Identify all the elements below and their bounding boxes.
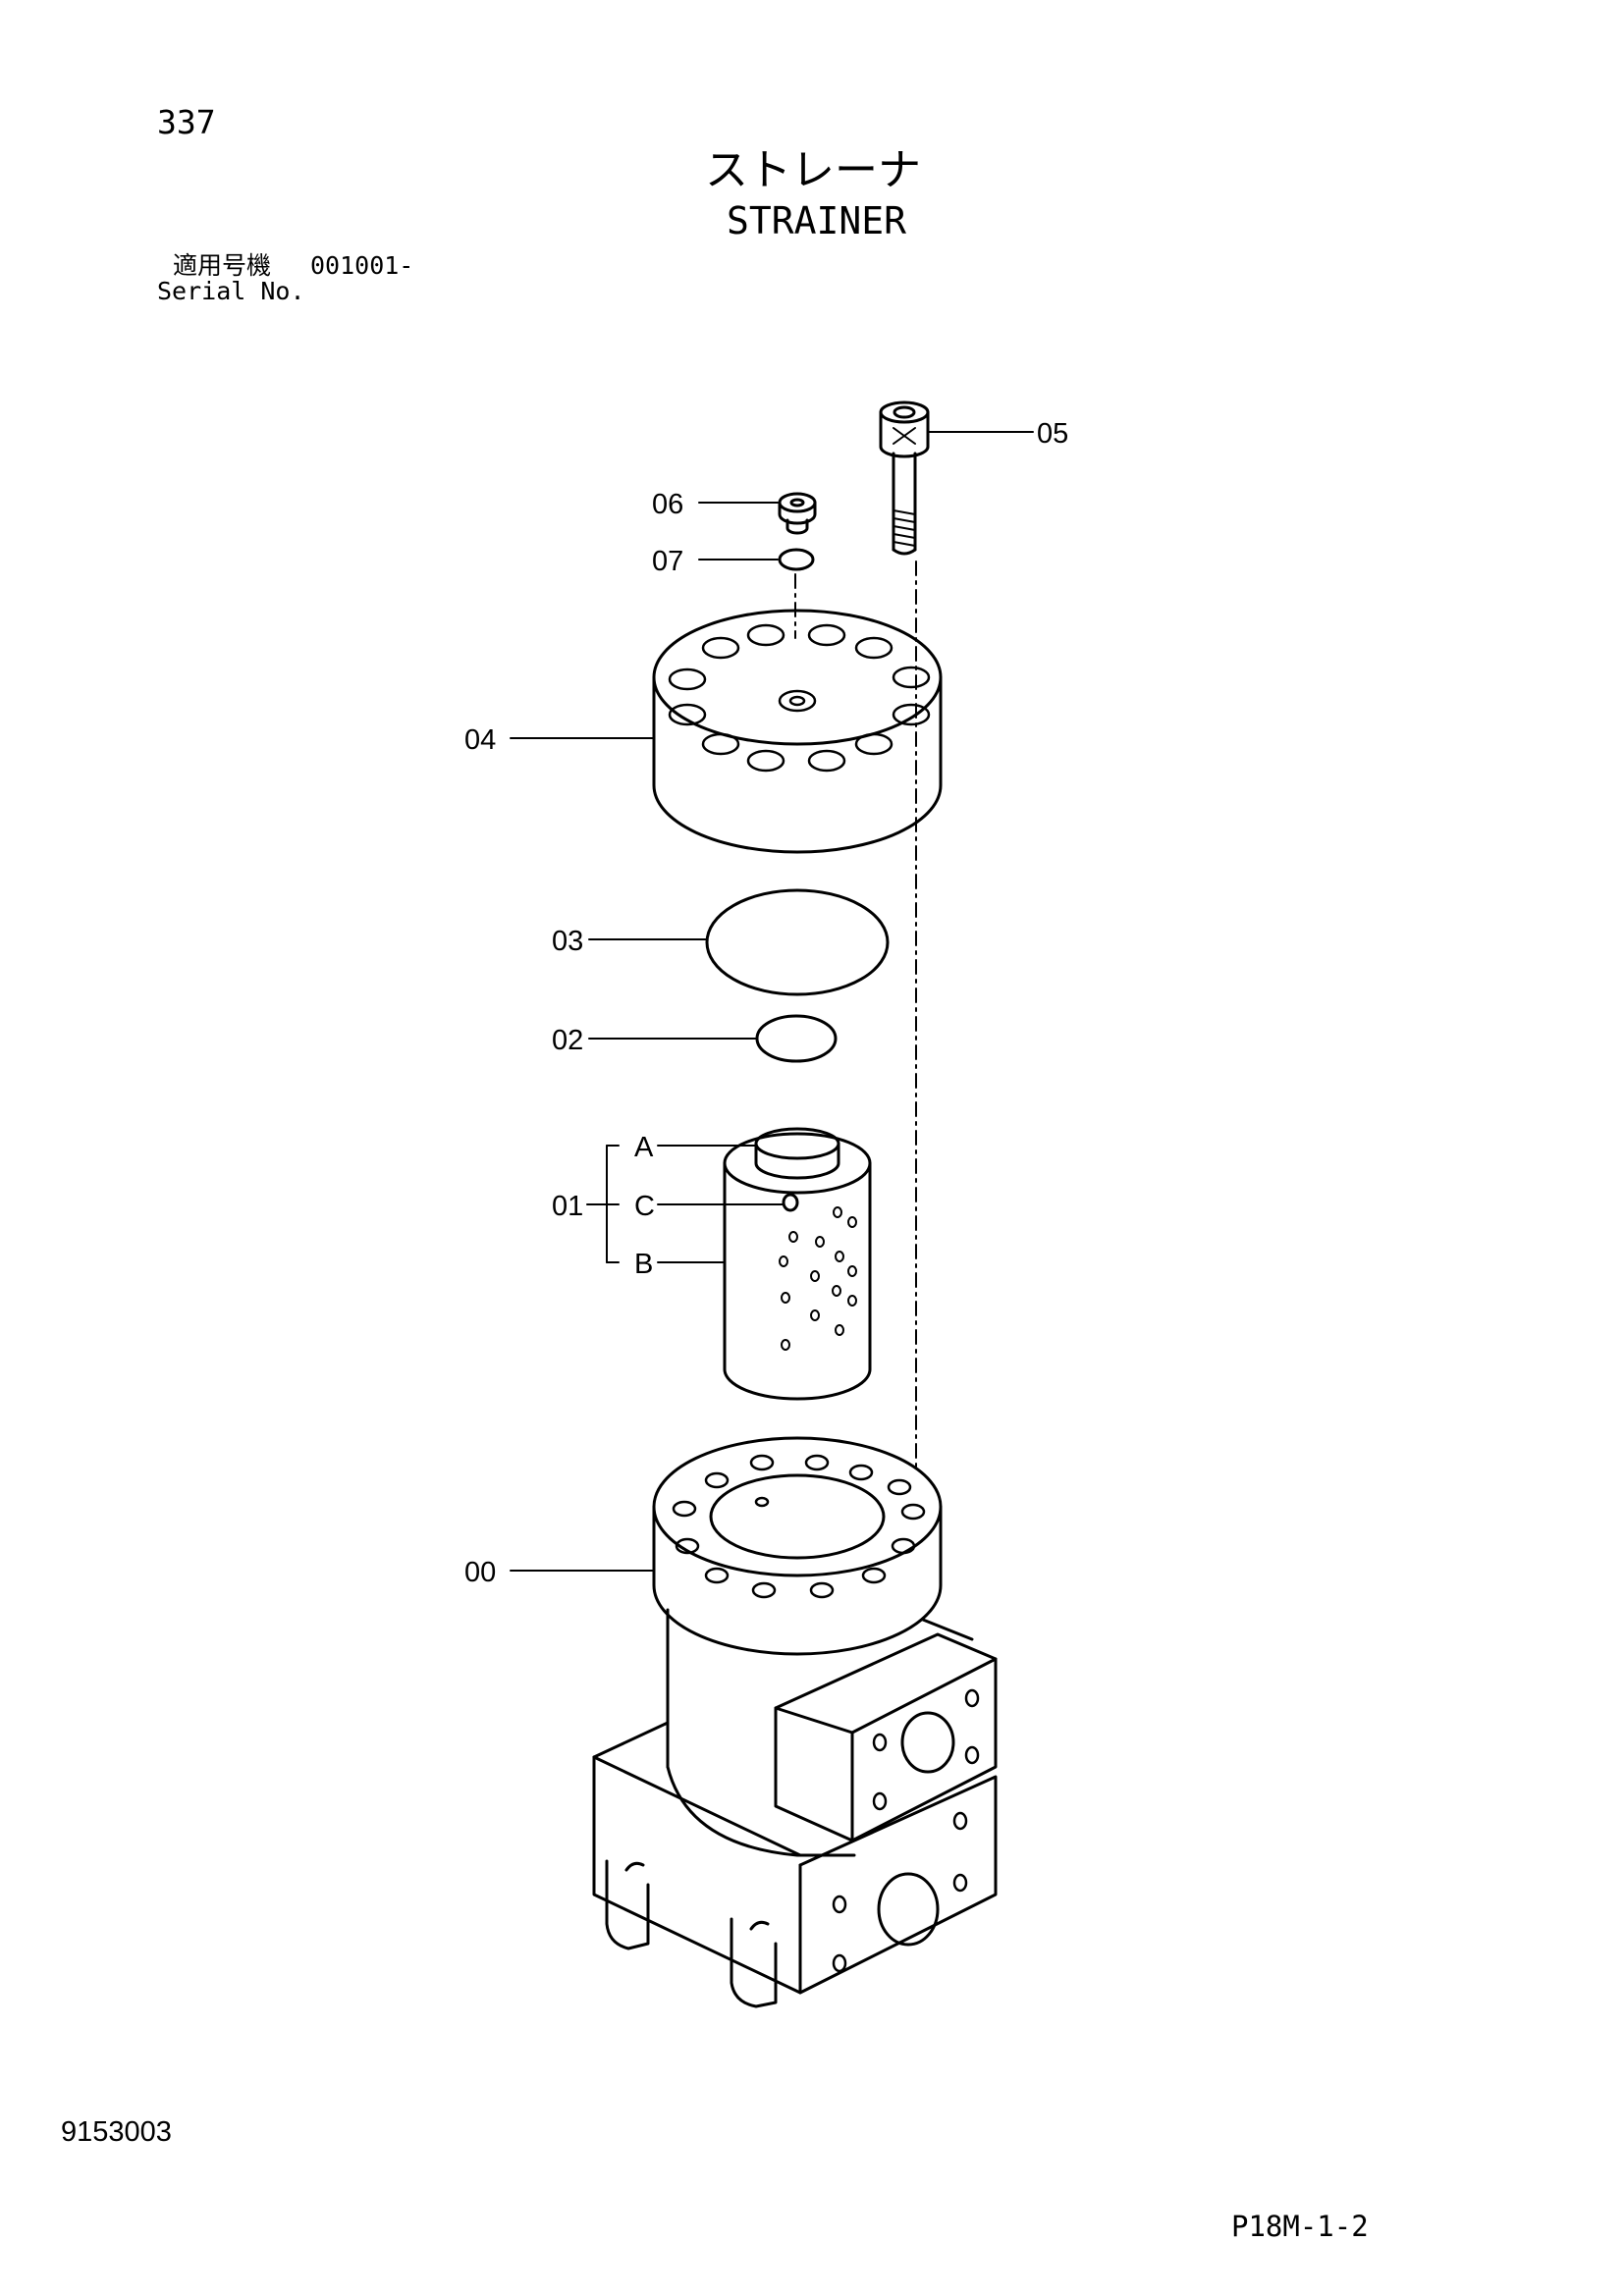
callout-leaders <box>510 431 1034 1572</box>
page-number: 337 <box>157 103 216 141</box>
callout-02: 02 <box>552 1025 583 1056</box>
callout-01: 01 <box>552 1191 583 1222</box>
callout-04: 04 <box>464 724 496 756</box>
part-07-o-ring <box>778 548 815 571</box>
callout-sub-a: A <box>634 1132 654 1163</box>
callout-sub-b: B <box>634 1249 653 1280</box>
part-01-filter-element <box>723 1127 872 1401</box>
callout-07: 07 <box>652 546 683 577</box>
callout-05: 05 <box>1037 418 1068 450</box>
page-title-english: STRAINER <box>727 199 907 242</box>
part-03-o-ring <box>705 888 890 996</box>
part-06-plug <box>778 492 817 535</box>
serial-label-japanese: 適用号機 <box>173 251 272 280</box>
page-code: P18M-1-2 <box>1231 2210 1369 2243</box>
callout-06: 06 <box>652 489 683 520</box>
part-04-cover <box>652 609 943 854</box>
part-02-o-ring <box>755 1014 838 1063</box>
serial-label-english: Serial No. <box>157 277 305 305</box>
part-00-housing <box>592 1436 998 2008</box>
document-code: 9153003 <box>61 2116 172 2148</box>
callout-sub-c: C <box>634 1191 655 1222</box>
page-title-japanese: ストレーナ <box>705 145 921 195</box>
part-05-bolt <box>879 400 930 556</box>
serial-number-value: 001001- <box>310 251 414 280</box>
callout-00: 00 <box>464 1557 496 1588</box>
callout-03: 03 <box>552 926 583 957</box>
